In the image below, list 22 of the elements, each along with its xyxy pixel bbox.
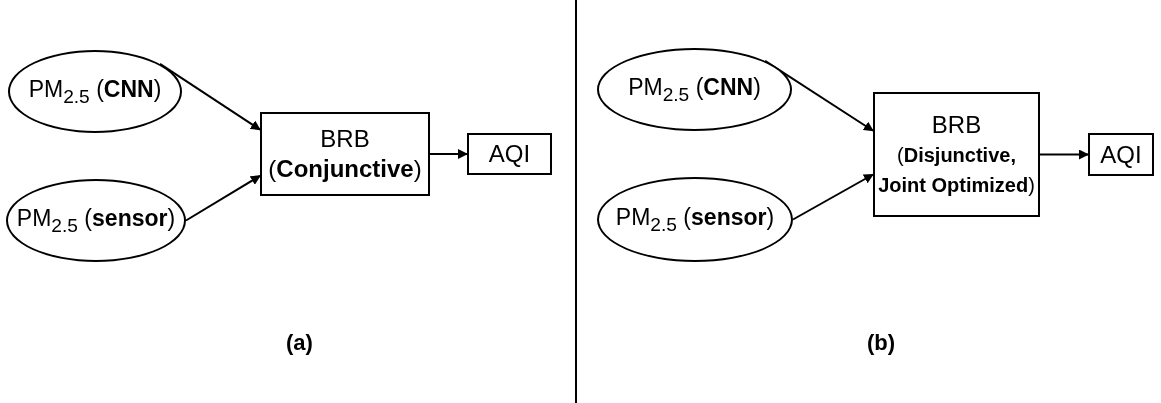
box-label: AQI — [1100, 139, 1142, 170]
box-label: AQI — [488, 139, 531, 169]
box-label: (Conjunctive) — [268, 154, 422, 184]
arrow — [764, 59, 874, 132]
input-label: PM$_{2.5}$ (sensor) — [16, 203, 176, 238]
process-box — [873, 92, 1040, 217]
arrow — [185, 174, 261, 222]
box-label: (Disjunctive, Joint Optimized) — [877, 142, 1036, 198]
input-label: PM$_{2.5}$ (CNN) — [628, 72, 761, 107]
process-box — [1088, 133, 1154, 176]
input-label: PM$_{2.5}$ (CNN) — [28, 74, 162, 109]
arrow — [792, 173, 874, 221]
process-box — [260, 112, 430, 196]
box-label: BRB — [320, 124, 370, 154]
arrow — [1039, 149, 1089, 160]
panel-label: (a) — [286, 330, 313, 356]
process-box — [467, 133, 552, 175]
arrow — [429, 149, 468, 159]
input-label: PM$_{2.5}$ (sensor) — [615, 202, 775, 237]
arrow — [159, 62, 261, 131]
panel-label: (b) — [867, 330, 896, 356]
box-label: BRB — [931, 109, 982, 140]
